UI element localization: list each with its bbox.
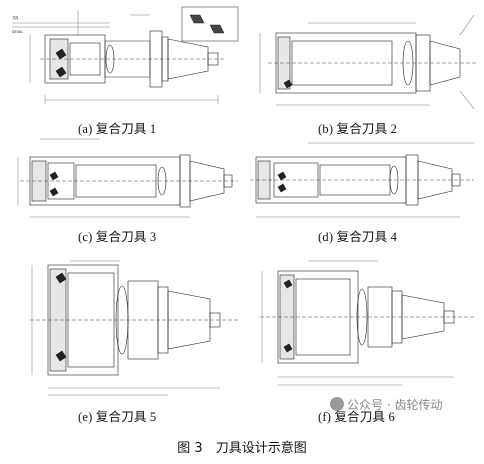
caption-a: (a) 复合刀具 1 [78,122,157,136]
drawing-panel-a: 刀具 DETAIL [10,5,240,115]
drawing-panel-b [248,5,478,115]
tool-drawing-5 [30,260,240,396]
caption-c: (c) 复合刀具 3 [78,230,157,244]
caption-d: (d) 复合刀具 4 [318,230,398,244]
caption-f: (f) 复合刀具 6 [318,410,395,424]
drawing-panel-f [248,243,478,393]
svg-text:刀具: 刀具 [12,15,19,20]
tool-drawing-4 [250,142,474,218]
watermark: 公众号 · 齿轮传动 [330,396,442,413]
tool-drawing-2 [259,14,476,110]
figure-caption: 图 3 刀具设计示意图 [177,441,307,456]
drawing-panel-e [10,243,244,403]
drawing-panel-d [248,135,478,223]
tool-drawing-3 [17,138,238,218]
svg-text:DETAIL: DETAIL [12,30,23,34]
wechat-icon [330,397,344,411]
caption-e: (e) 复合刀具 5 [78,410,157,424]
tool-drawing-6 [260,260,474,386]
tool-drawing-1: 刀具 DETAIL [12,6,239,104]
caption-b: (b) 复合刀具 2 [318,122,398,136]
watermark-text: 公众号 · 齿轮传动 [347,398,443,412]
drawing-panel-c [10,135,240,223]
